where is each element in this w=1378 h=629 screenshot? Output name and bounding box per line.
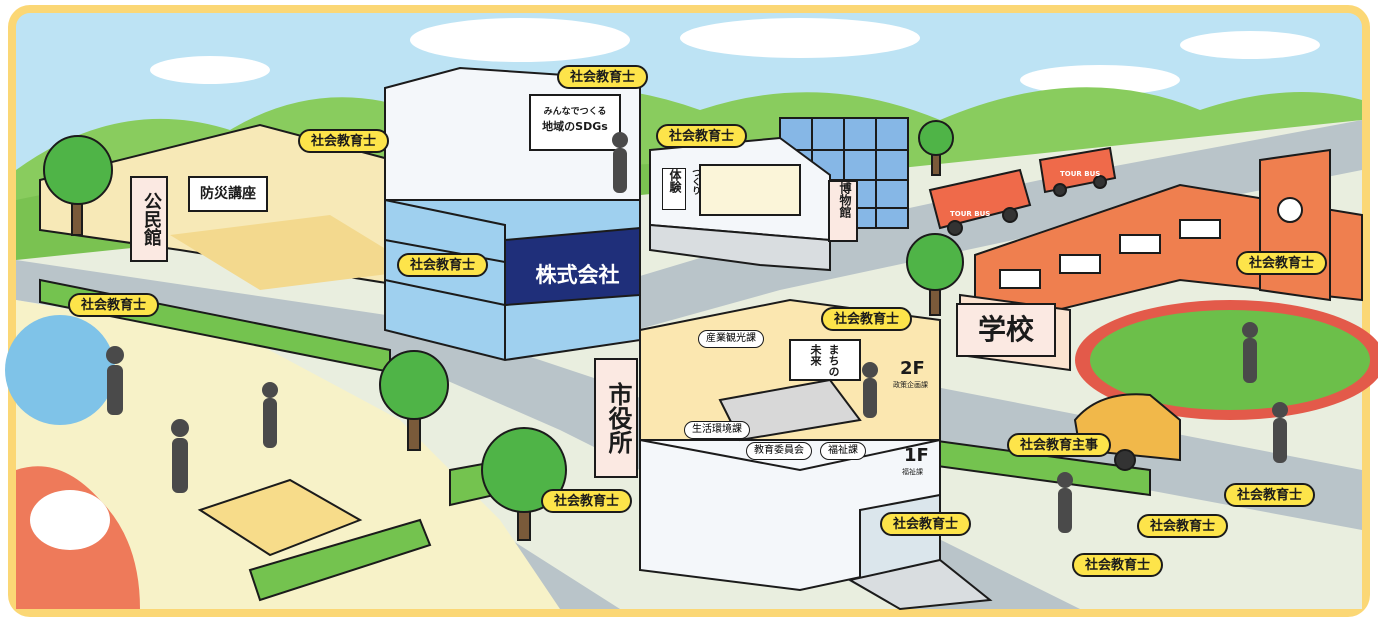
role-badge: 社会教育士 <box>541 489 633 513</box>
role-badge: 社会教育士 <box>298 129 390 153</box>
role-badge: 社会教育士 <box>557 65 649 89</box>
role-badge: 社会教育士 <box>68 293 160 317</box>
bosai-sign: 防災講座 <box>188 176 268 212</box>
role-badge: 社会教育士 <box>821 307 913 331</box>
dept-seikatsu: 生活環境課 <box>684 421 750 439</box>
floor-1-dept: 福祉課 <box>902 468 923 476</box>
tsukuri-sign: つくり <box>690 168 700 195</box>
dept-fukushi: 福祉課 <box>820 442 866 460</box>
role-badge: 社会教育士 <box>656 124 748 148</box>
company-building <box>384 66 641 362</box>
bus-label-1: TOUR BUS <box>950 210 991 218</box>
dept-sangyo: 産業観光課 <box>698 330 764 348</box>
dept-kyoiku: 教育委員会 <box>746 442 812 460</box>
mirai-sign: 未来 <box>809 344 822 366</box>
machi-sign: まちの <box>827 344 840 377</box>
role-badge: 社会教育士 <box>1224 483 1316 507</box>
tour-buses <box>928 146 1117 236</box>
city-hall-sign: 市役所 <box>594 358 638 478</box>
floor-2-label: 2F <box>900 358 925 379</box>
sdgs-sign-line2: 地域のSDGs <box>542 120 608 133</box>
role-badge: 社会教育士 <box>397 253 489 277</box>
taiken-sign: 体験 <box>662 168 686 210</box>
role-badge: 社会教育士 <box>1236 251 1328 275</box>
role-badge: 社会教育士 <box>880 512 972 536</box>
school-sign: 学校 <box>956 303 1056 357</box>
floor-2-dept: 政策企画課 <box>893 381 928 389</box>
museum-sign: 博物館 <box>828 180 858 242</box>
role-badge: 社会教育士 <box>1072 553 1164 577</box>
bus-label-2: TOUR BUS <box>1060 170 1101 178</box>
sdgs-sign-line1: みんなでつくる <box>543 107 607 117</box>
cloud-shapes <box>150 18 1320 95</box>
role-badge: 社会教育主事 <box>1007 433 1112 457</box>
company-sign: 株式会社 <box>535 263 620 287</box>
people <box>106 132 1288 533</box>
kominkan-sign: 公民館 <box>130 176 168 262</box>
role-badge: 社会教育士 <box>1137 514 1229 538</box>
floor-1-label: 1F <box>904 445 929 466</box>
trees <box>43 120 964 541</box>
